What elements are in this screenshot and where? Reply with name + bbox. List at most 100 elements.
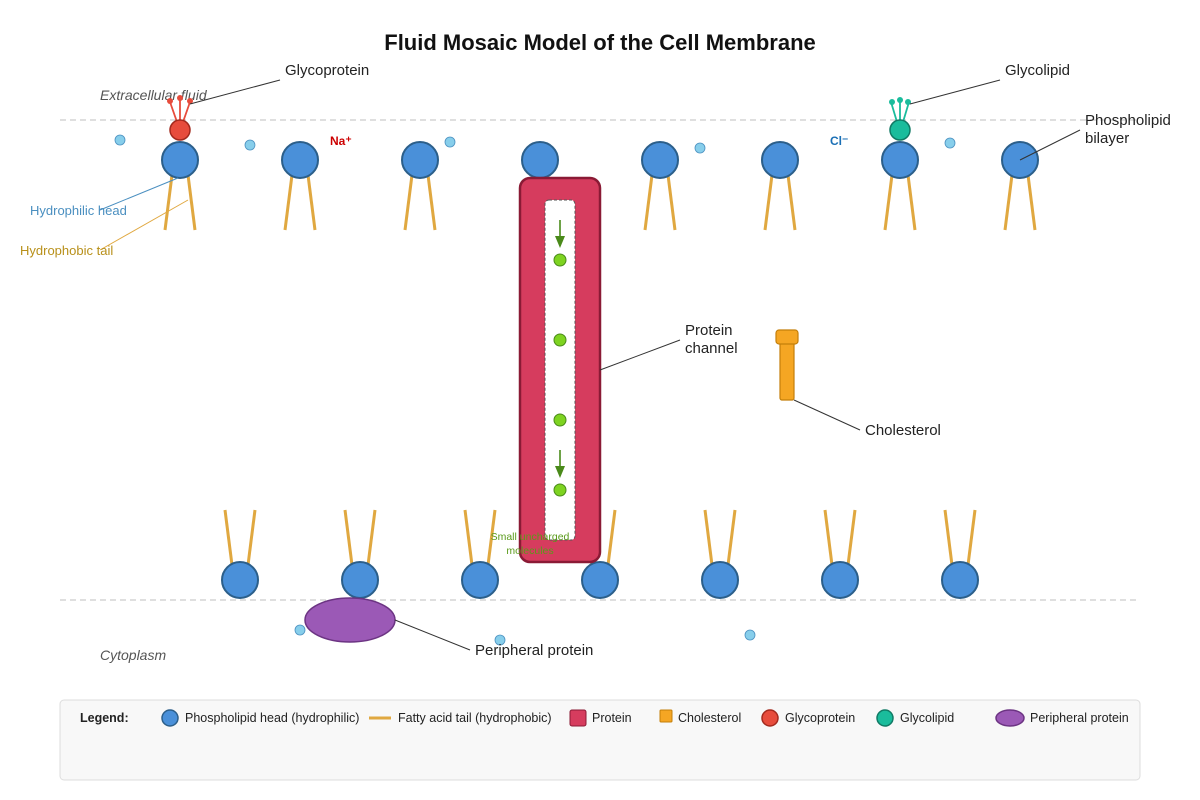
cholesterol-head bbox=[775, 329, 799, 345]
cholesterol-leader bbox=[793, 399, 861, 431]
sugar-unit bbox=[889, 99, 895, 105]
fatty-acid-tail bbox=[246, 509, 257, 566]
arrowhead-icon bbox=[555, 466, 565, 478]
phospholipid-head bbox=[461, 561, 499, 599]
glycolipid-leader bbox=[909, 79, 1001, 105]
phospholipid-head bbox=[761, 141, 799, 179]
fatty-acid-tail bbox=[643, 174, 654, 231]
fatty-acid-tail bbox=[846, 509, 857, 566]
channel-pore bbox=[544, 199, 576, 541]
fatty-acid-tail bbox=[666, 174, 677, 231]
phospholipid-head bbox=[641, 141, 679, 179]
glycolipid bbox=[889, 97, 911, 141]
peripheral-protein bbox=[304, 597, 396, 643]
legend-label-fatty-acid-tail: Fatty acid tail (hydrophobic) bbox=[398, 711, 552, 725]
fatty-acid-tail bbox=[426, 174, 437, 231]
cholesterol-label: Cholesterol bbox=[865, 422, 941, 439]
glycolipid-label: Glycolipid bbox=[1005, 62, 1070, 79]
glycoprotein-label: Glycoprotein bbox=[285, 62, 369, 79]
protein-channel: Small uncharged molecules bbox=[491, 176, 602, 564]
cholesterol-ring-body bbox=[779, 337, 795, 401]
fatty-acid-tail bbox=[403, 174, 414, 231]
water-molecule bbox=[944, 137, 956, 149]
phospholipid bbox=[281, 141, 319, 231]
water-molecule bbox=[244, 139, 256, 151]
protein-channel-label-line2: channel bbox=[685, 340, 738, 357]
phospholipid bbox=[881, 141, 919, 231]
legend-box bbox=[59, 699, 1141, 781]
peripheral-protein-icon bbox=[995, 709, 1025, 727]
phospholipid bbox=[461, 509, 499, 599]
sugar-unit bbox=[177, 95, 183, 101]
phospholipid bbox=[221, 509, 259, 599]
phospholipid bbox=[341, 509, 379, 599]
small-molecule bbox=[553, 483, 567, 497]
glycoprotein-icon bbox=[761, 709, 779, 727]
phospholipid-head bbox=[881, 141, 919, 179]
legend-label-cholesterol: Cholesterol bbox=[678, 711, 741, 725]
legend-label-protein: Protein bbox=[592, 711, 632, 725]
fatty-acid-tail bbox=[606, 509, 617, 566]
water-molecule bbox=[744, 629, 756, 641]
glycoprotein bbox=[167, 95, 193, 141]
legend: Legend: Phospholipid head (hydrophilic) … bbox=[59, 699, 1141, 781]
phospholipid bbox=[641, 141, 679, 231]
hydrophobic-tail-label: Hydrophobic tail bbox=[20, 243, 113, 258]
fatty-acid-tail bbox=[283, 174, 294, 231]
small-molecule bbox=[553, 253, 567, 267]
glycolipid-icon bbox=[876, 709, 894, 727]
small-molecule bbox=[553, 333, 567, 347]
chloride-ion: Cl⁻ bbox=[830, 134, 848, 148]
small-molecules-label-line2: molecules bbox=[506, 545, 553, 557]
phospholipid bbox=[821, 509, 859, 599]
water-molecule bbox=[494, 634, 506, 646]
cytoplasm-label: Cytoplasm bbox=[100, 647, 166, 663]
water-molecule bbox=[694, 142, 706, 154]
fatty-acid-tail bbox=[343, 509, 354, 566]
fatty-acid-tail bbox=[366, 509, 377, 566]
fatty-acid-tail bbox=[1026, 174, 1037, 231]
small-molecule bbox=[553, 413, 567, 427]
small-molecules-label-line1: Small uncharged bbox=[491, 531, 570, 543]
hydrophilic-head-label: Hydrophilic head bbox=[30, 203, 127, 218]
glycoprotein-leader bbox=[189, 79, 281, 105]
fatty-acid-tail bbox=[823, 509, 834, 566]
sugar-unit bbox=[167, 98, 173, 104]
glycolipid-body bbox=[889, 119, 911, 141]
phospholipid-head bbox=[281, 141, 319, 179]
glycoprotein-body bbox=[169, 119, 191, 141]
peripheral-protein-label: Peripheral protein bbox=[475, 642, 593, 659]
phospholipid-head bbox=[401, 141, 439, 179]
sugar-unit bbox=[897, 97, 903, 103]
water-molecule bbox=[294, 624, 306, 636]
sugar-chain bbox=[902, 101, 910, 123]
phospholipid-head bbox=[821, 561, 859, 599]
legend-label-glycoprotein: Glycoprotein bbox=[785, 711, 855, 725]
phospholipid-bilayer-label-line2: bilayer bbox=[1085, 130, 1129, 147]
fatty-acid-tail bbox=[703, 509, 714, 566]
phospholipid bbox=[161, 141, 199, 231]
protein-channel-leader bbox=[599, 339, 681, 371]
fatty-acid-tail bbox=[966, 509, 977, 566]
hydrophilic-head-leader bbox=[99, 177, 179, 211]
phospholipid bbox=[401, 141, 439, 231]
lower-leaflet bbox=[221, 509, 979, 599]
phospholipid-head bbox=[161, 141, 199, 179]
sugar-unit bbox=[187, 98, 193, 104]
cholesterol-icon bbox=[659, 709, 673, 723]
sugar-chain bbox=[890, 101, 898, 123]
water-molecules bbox=[114, 134, 956, 646]
phospholipid-head bbox=[581, 561, 619, 599]
fatty-acid-tail bbox=[786, 174, 797, 231]
phospholipid bbox=[1001, 141, 1039, 231]
arrowhead-icon bbox=[555, 236, 565, 248]
protein-channel-label-line1: Protein bbox=[685, 322, 733, 339]
fatty-acid-tail bbox=[486, 509, 497, 566]
fatty-acid-tail bbox=[1003, 174, 1014, 231]
sodium-ion: Na⁺ bbox=[330, 134, 352, 148]
fatty-acid-tail bbox=[943, 509, 954, 566]
legend-label-peripheral-protein: Peripheral protein bbox=[1030, 711, 1129, 725]
hydrophobic-tail-leader bbox=[99, 199, 189, 251]
protein-icon bbox=[569, 709, 587, 727]
